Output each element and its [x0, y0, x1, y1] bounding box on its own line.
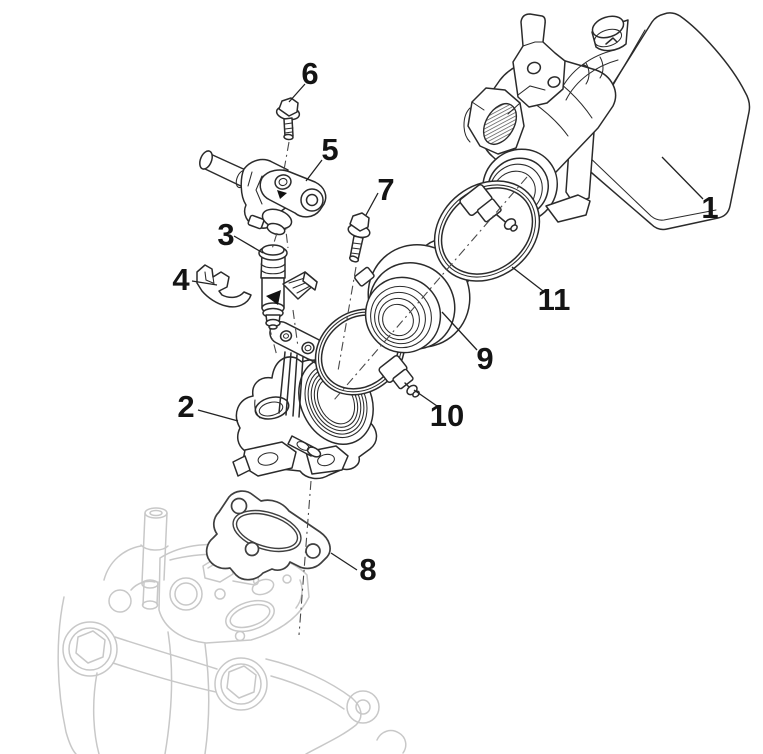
axis-line-lower — [298, 480, 312, 636]
leader-line-11 — [511, 266, 544, 292]
callout-10: 10 — [430, 398, 464, 433]
callout-1: 1 — [701, 190, 718, 225]
axis-line-bolt-7 — [337, 266, 357, 372]
callout-2: 2 — [177, 389, 194, 424]
callout-7: 7 — [377, 172, 394, 207]
axis-line-injector-lower — [268, 325, 278, 357]
injector-drawing — [258, 244, 318, 330]
fuel-fitting-drawing — [199, 150, 327, 236]
axis-line-bore — [333, 176, 528, 401]
throttle-body-assembly-drawing — [463, 12, 751, 231]
clamp-11-drawing — [433, 180, 541, 282]
axis-line-right-lower — [292, 309, 299, 348]
callout-9: 9 — [476, 341, 493, 376]
callout-8: 8 — [359, 552, 376, 587]
leader-line-2 — [197, 409, 239, 422]
leader-line-7 — [365, 192, 379, 216]
callout-3: 3 — [217, 217, 234, 252]
axis-line-bolt-6 — [283, 141, 290, 171]
callout-5: 5 — [321, 132, 338, 167]
callout-6: 6 — [301, 56, 318, 91]
callout-11: 11 — [538, 282, 571, 317]
callouts: 1 2 3 4 5 6 7 8 9 10 11 — [172, 56, 718, 587]
leader-lines — [191, 83, 704, 571]
callout-4: 4 — [172, 262, 190, 297]
leader-line-5 — [305, 159, 323, 182]
leader-line-8 — [330, 552, 358, 571]
bolt-7-drawing — [347, 212, 371, 263]
crankcase-drawing — [57, 507, 407, 754]
leader-line-6 — [288, 83, 306, 103]
leader-line-10 — [413, 389, 438, 407]
axis-line-fitting-injector — [271, 232, 278, 250]
clip-drawing — [196, 264, 252, 308]
bolt-6-drawing — [275, 97, 301, 141]
leader-line-9 — [441, 311, 478, 351]
gasket-drawing — [205, 490, 331, 581]
leader-line-1 — [661, 156, 704, 200]
leader-line-4 — [191, 280, 218, 286]
leader-line-3 — [233, 235, 264, 254]
